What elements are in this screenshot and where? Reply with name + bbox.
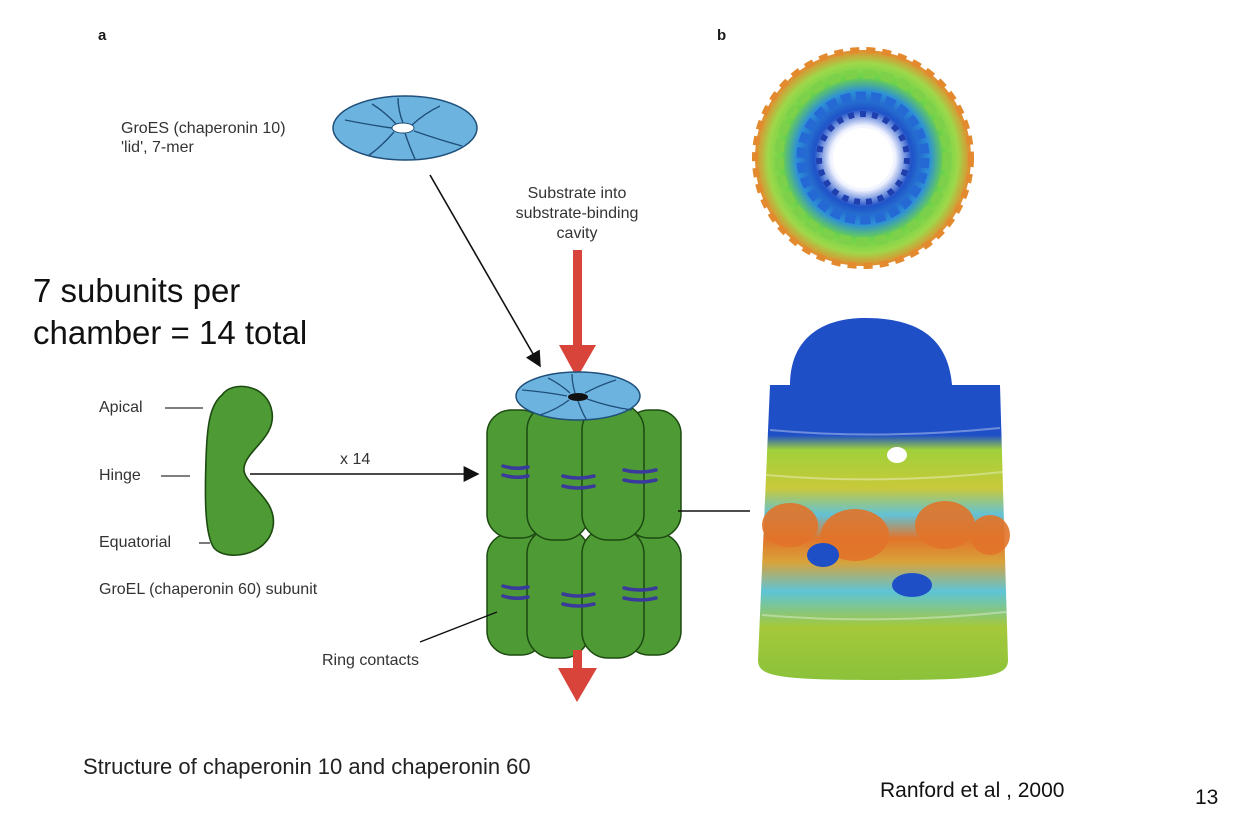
substrate-arrow-icon xyxy=(559,250,596,378)
groes-label: GroES (chaperonin 10) 'lid', 7-mer xyxy=(121,119,286,157)
multiplier-label: x 14 xyxy=(340,451,371,468)
substrate-label-line2: substrate-binding xyxy=(515,205,639,222)
equatorial-label: Equatorial xyxy=(99,534,172,551)
groel-subunit-label: GroEL (chaperonin 60) subunit xyxy=(99,581,318,598)
apical-label: Apical xyxy=(99,399,143,416)
subunit-count-note: 7 subunits per chamber = 14 total xyxy=(33,270,307,354)
groel-side-view-image xyxy=(758,318,1010,680)
ring-contacts-label: Ring contacts xyxy=(322,652,419,669)
groes-label-line2: 'lid', 7-mer xyxy=(121,139,194,156)
lid-to-complex-arrow xyxy=(429,174,541,368)
panel-b-letter: b xyxy=(717,27,727,44)
ring-contacts-pointer xyxy=(419,611,498,643)
page-number: 13 xyxy=(1195,786,1219,809)
citation-credit: Ranford et al , 2000 xyxy=(880,779,1065,802)
substrate-label-line1: Substrate into xyxy=(527,185,627,202)
subunit-count-note-line1: 7 subunits per xyxy=(33,272,241,309)
groel-complex-icon xyxy=(486,371,682,659)
panel-a-letter: a xyxy=(98,27,107,44)
figure-caption: Structure of chaperonin 10 and chaperoni… xyxy=(83,754,531,779)
groes-label-line1: GroES (chaperonin 10) xyxy=(121,120,286,137)
groes-lid-icon xyxy=(332,95,478,161)
subunit-count-note-line2: chamber = 14 total xyxy=(33,314,308,351)
substrate-label: Substrate into substrate-binding cavity xyxy=(497,184,657,244)
groel-top-view-image xyxy=(752,47,974,269)
hinge-label: Hinge xyxy=(99,467,141,484)
groel-subunit-icon xyxy=(204,385,275,556)
exit-arrow-icon xyxy=(558,650,597,702)
substrate-label-line3: cavity xyxy=(556,225,598,242)
